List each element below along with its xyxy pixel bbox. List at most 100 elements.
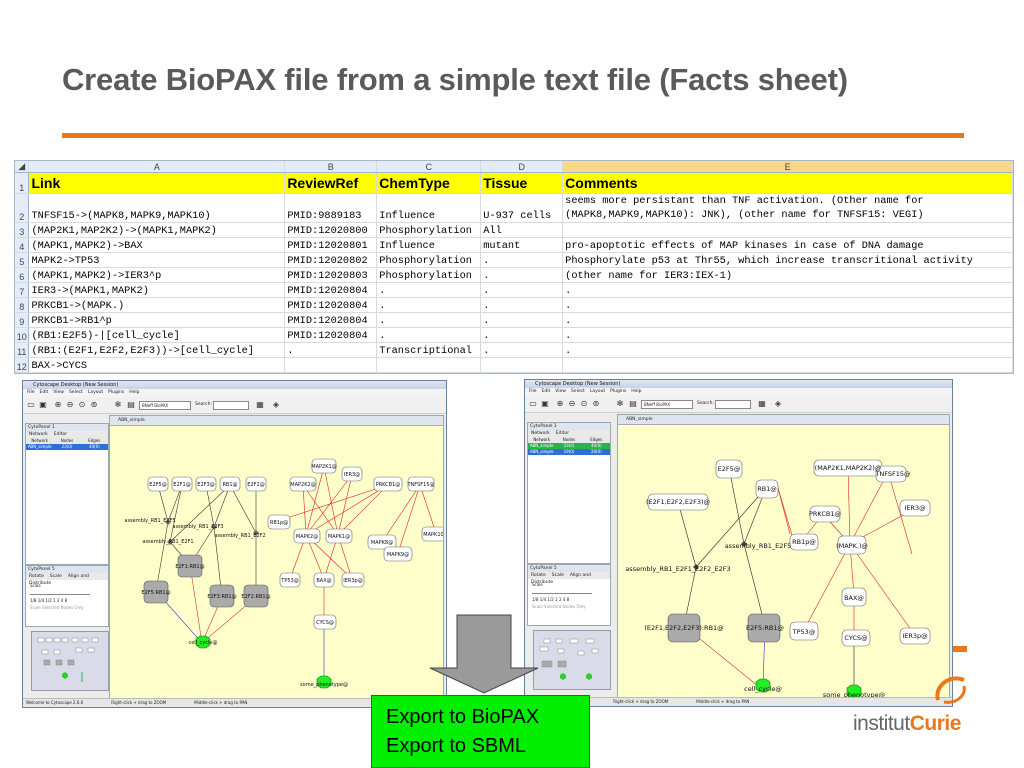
cell-tissue[interactable] xyxy=(480,357,564,373)
cell-tissue[interactable]: . xyxy=(480,267,564,283)
cell-reviewref[interactable]: PMID:12020804 xyxy=(284,327,378,343)
cell-reviewref[interactable]: PMID:9889183 xyxy=(284,193,378,223)
tab-scale[interactable]: Scale xyxy=(49,574,62,579)
cell-chemtype[interactable]: Phosphorylation xyxy=(376,252,482,268)
column-b-header[interactable]: B xyxy=(284,161,378,173)
cell-tissue[interactable]: . xyxy=(480,297,564,313)
cell-link[interactable]: (MAPK1,MAPK2)->IER3^p xyxy=(28,267,286,283)
cell-comments[interactable] xyxy=(562,357,1013,373)
column-a-header[interactable]: A xyxy=(28,161,286,173)
header-cell-link[interactable]: Link xyxy=(28,172,286,194)
cell-chemtype[interactable]: . xyxy=(376,312,482,328)
network-graph[interactable]: E2F5@RB1@(MAP2K1,MAP2K2)@TNFSF15@ (E2F1,… xyxy=(618,424,949,699)
cell-link[interactable]: PRKCB1->RB1^p xyxy=(28,312,286,328)
cell-link[interactable]: TNFSF15->(MAPK8,MAPK9,MAPK10) xyxy=(28,193,286,223)
menu-view[interactable]: View xyxy=(53,390,64,395)
cell-reviewref[interactable]: . xyxy=(284,342,378,358)
tab-rotate[interactable]: Rotate xyxy=(29,574,44,579)
cell-tissue[interactable]: All xyxy=(480,222,564,238)
menu-file[interactable]: File xyxy=(529,389,537,394)
tab-align[interactable]: Align and Distribute xyxy=(29,574,90,586)
tab-editor[interactable]: Editor xyxy=(53,432,68,437)
row-number[interactable]: 11 xyxy=(15,342,30,358)
cell-comments[interactable]: . xyxy=(562,312,1013,328)
network-icon[interactable]: ◈ xyxy=(272,400,280,409)
cell-comments[interactable]: seems more persistant than TNF activatio… xyxy=(562,193,1013,223)
save-icon[interactable]: ▣ xyxy=(39,400,47,409)
cell-comments[interactable]: . xyxy=(562,297,1013,313)
zoom-out-icon[interactable]: ⊖ xyxy=(568,399,576,408)
cell-comments[interactable]: pro-apoptotic effects of MAP kinases in … xyxy=(562,237,1013,253)
menu-plugins[interactable]: Plugins xyxy=(108,390,125,395)
row-number[interactable]: 3 xyxy=(15,222,30,238)
cell-reviewref[interactable]: PMID:12020803 xyxy=(284,267,378,283)
cell-reviewref[interactable]: PMID:12020802 xyxy=(284,252,378,268)
vizmapper-icon[interactable]: ✻ xyxy=(616,399,624,408)
header-cell-tissue[interactable]: Tissue xyxy=(480,172,564,194)
tab-align[interactable]: Align and Distribute xyxy=(531,573,592,585)
tab-editor[interactable]: Editor xyxy=(555,431,570,436)
row-number[interactable]: 6 xyxy=(15,267,30,283)
cell-chemtype[interactable]: Transcriptional xyxy=(376,342,482,358)
cell-comments[interactable]: Phosphorylate p53 at Thr55, which increa… xyxy=(562,252,1013,268)
network-view[interactable]: ABN_simple xyxy=(617,414,950,700)
network-overview[interactable] xyxy=(533,630,611,690)
table-icon[interactable]: ▦ xyxy=(758,399,766,408)
cell-link[interactable]: BAX->CYCS xyxy=(28,357,286,373)
cell-link[interactable]: (RB1:E2F5)-|[cell_cycle] xyxy=(28,327,286,343)
open-folder-icon[interactable]: ▭ xyxy=(27,400,35,409)
cell-tissue[interactable]: mutant xyxy=(480,237,564,253)
save-icon[interactable]: ▣ xyxy=(541,399,549,408)
row-number[interactable]: 7 xyxy=(15,282,30,298)
cell-link[interactable]: (MAPK1,MAPK2)->BAX xyxy=(28,237,286,253)
zoom-selected-icon[interactable]: ⊚ xyxy=(90,400,98,409)
column-e-header[interactable]: E xyxy=(562,161,1013,173)
cell-chemtype[interactable] xyxy=(376,357,482,373)
search-input[interactable] xyxy=(213,401,249,410)
row-number[interactable]: 10 xyxy=(15,327,30,343)
facts-spreadsheet[interactable]: ◢ A B C D E 1 Link ReviewRef ChemType Ti… xyxy=(14,160,1014,374)
menu-layout[interactable]: Layout xyxy=(87,390,104,395)
column-c-header[interactable]: C xyxy=(376,161,482,173)
zoom-in-icon[interactable]: ⊕ xyxy=(54,400,62,409)
cell-comments[interactable]: (other name for IER3:IEX-1) xyxy=(562,267,1013,283)
cell-chemtype[interactable]: . xyxy=(376,297,482,313)
cell-tissue[interactable]: . xyxy=(480,312,564,328)
row-number[interactable]: 8 xyxy=(15,297,30,313)
header-cell-chemtype[interactable]: ChemType xyxy=(376,172,482,194)
cell-chemtype[interactable]: Influence xyxy=(376,193,482,223)
open-folder-icon[interactable]: ▭ xyxy=(529,399,537,408)
layout-icon[interactable]: ▤ xyxy=(127,400,135,409)
cell-chemtype[interactable]: . xyxy=(376,282,482,298)
tab-rotate[interactable]: Rotate xyxy=(531,573,546,578)
cell-reviewref[interactable]: PMID:12020804 xyxy=(284,312,378,328)
search-input[interactable] xyxy=(715,400,751,409)
tab-network[interactable]: Network xyxy=(29,432,48,437)
cell-chemtype[interactable]: Phosphorylation xyxy=(376,222,482,238)
row-number[interactable]: 2 xyxy=(15,193,30,223)
menu-edit[interactable]: Edit xyxy=(541,389,551,394)
cell-chemtype[interactable]: Influence xyxy=(376,237,482,253)
menu-select[interactable]: Select xyxy=(68,390,83,395)
menu-file[interactable]: File xyxy=(27,390,35,395)
row-number[interactable]: 12 xyxy=(15,357,30,373)
zoom-fit-icon[interactable]: ⊙ xyxy=(580,399,588,408)
network-icon[interactable]: ◈ xyxy=(774,399,782,408)
cell-chemtype[interactable]: Phosphorylation xyxy=(376,267,482,283)
vizmapper-icon[interactable]: ✻ xyxy=(114,400,122,409)
scale-slider[interactable] xyxy=(532,590,592,594)
cell-tissue[interactable]: . xyxy=(480,327,564,343)
cell-chemtype[interactable]: . xyxy=(376,327,482,343)
cell-tissue[interactable]: U-937 cells xyxy=(480,193,564,223)
menu-view[interactable]: View xyxy=(555,389,566,394)
style-combo[interactable]: BNeff BioPAX xyxy=(641,400,693,409)
tab-network[interactable]: Network xyxy=(531,431,550,436)
menu-select[interactable]: Select xyxy=(570,389,585,394)
cell-reviewref[interactable] xyxy=(284,357,378,373)
cell-comments[interactable]: . xyxy=(562,342,1013,358)
layout-icon[interactable]: ▤ xyxy=(629,399,637,408)
row-number[interactable]: 9 xyxy=(15,312,30,328)
menu-help[interactable]: Help xyxy=(631,389,642,394)
